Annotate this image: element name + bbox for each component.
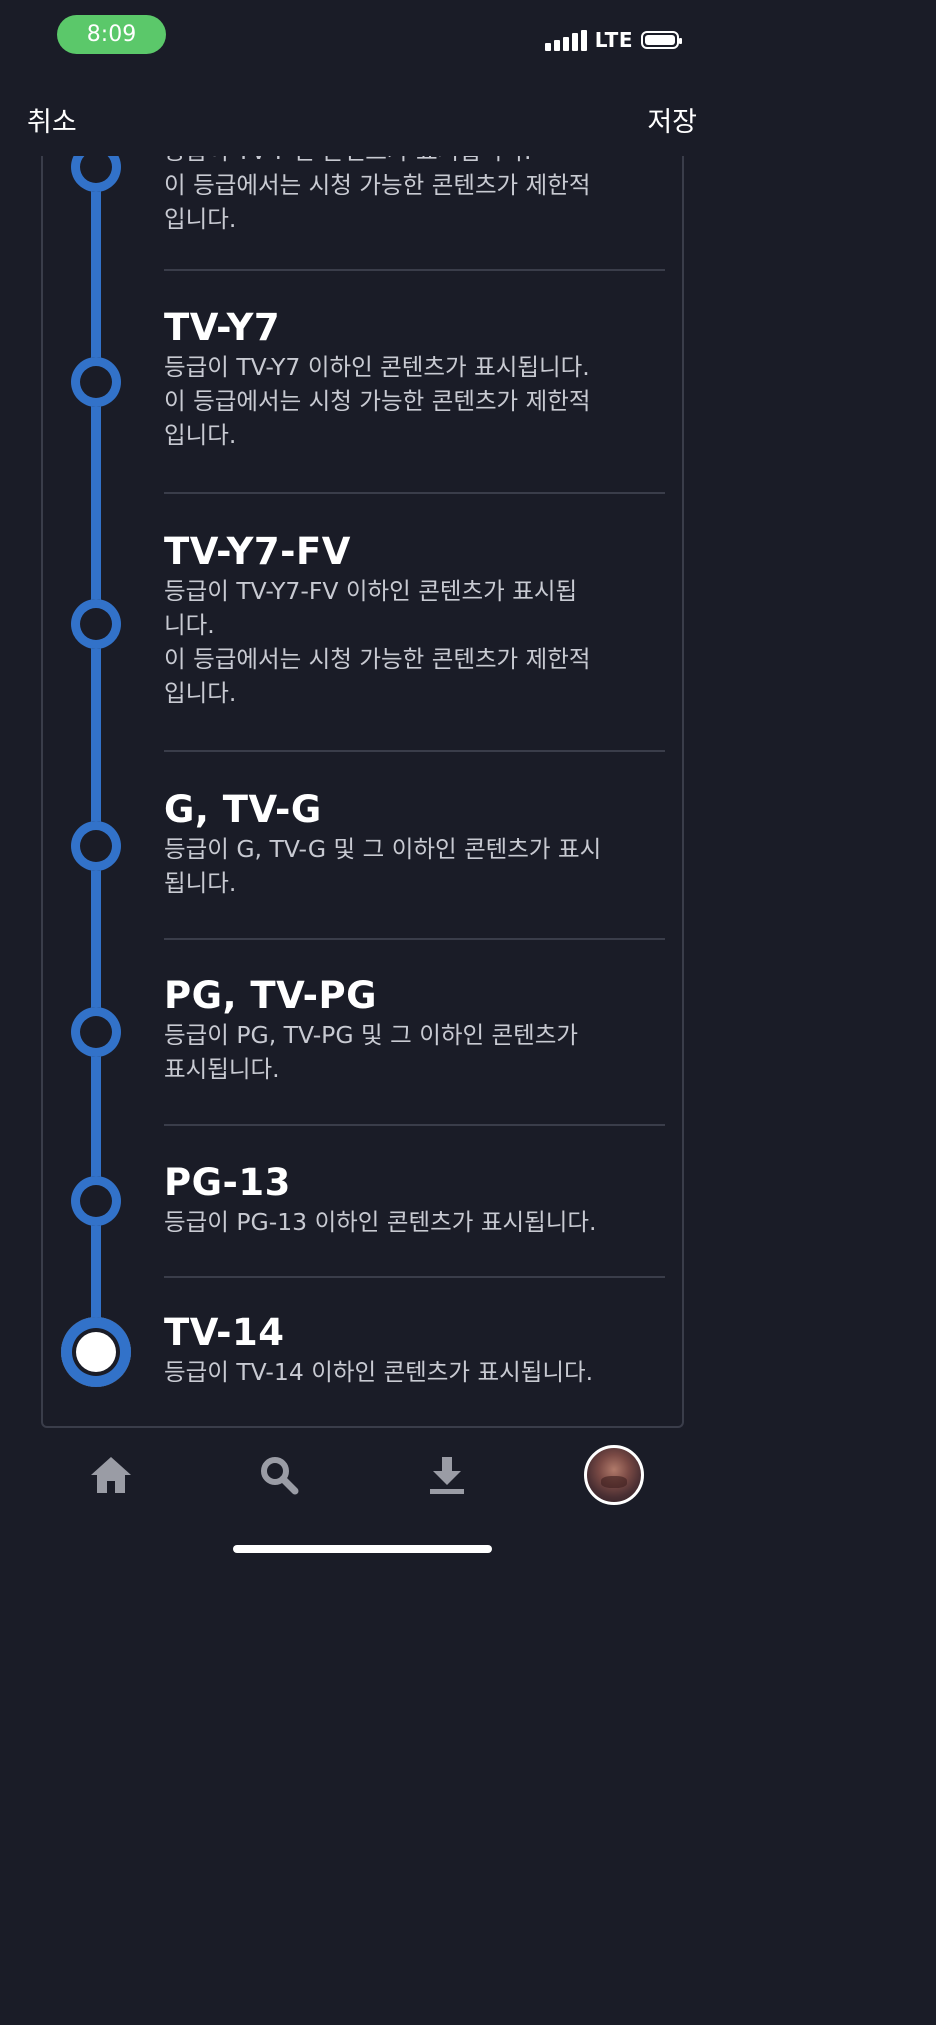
- avatar: [584, 1445, 644, 1505]
- divider: [164, 1276, 665, 1278]
- rating-item-pg-13[interactable]: PG-13 등급이 PG-13 이하인 콘텐츠가 표시됩니다.: [164, 1161, 664, 1239]
- battery-icon: [641, 31, 682, 49]
- rating-title: PG, TV-PG: [164, 974, 377, 1017]
- rating-node-pg-13[interactable]: [71, 1176, 121, 1226]
- download-icon: [430, 1457, 464, 1494]
- nav-home[interactable]: [76, 1440, 146, 1510]
- status-indicators: LTE: [544, 28, 682, 52]
- search-icon: [261, 1457, 299, 1495]
- rating-description: 등급이 TV-14 이하인 콘텐츠가 표시됩니다.: [164, 1358, 594, 1386]
- home-icon: [91, 1457, 131, 1493]
- nav-downloads[interactable]: [412, 1440, 482, 1510]
- divider: [164, 750, 665, 752]
- rating-description: 등급이 TV-Y7 이하인 콘텐츠가 표시됩니다. 이 등급에서는 시청 가능한…: [164, 353, 591, 449]
- rating-item-tv-y7[interactable]: TV-Y7 등급이 TV-Y7 이하인 콘텐츠가 표시됩니다. 이 등급에서는 …: [164, 306, 664, 452]
- rating-item-tv-y7-fv[interactable]: TV-Y7-FV 등급이 TV-Y7-FV 이하인 콘텐츠가 표시됩 니다. 이…: [164, 530, 664, 710]
- cancel-button[interactable]: 취소: [27, 107, 77, 138]
- status-time: 8:09: [57, 15, 166, 54]
- rating-node-tv-y7-fv[interactable]: [71, 599, 121, 649]
- save-button[interactable]: 저장: [647, 107, 697, 138]
- rating-item-pg-tv-pg[interactable]: PG, TV-PG 등급이 PG, TV-PG 및 그 이하인 콘텐츠가 표시됩…: [164, 974, 664, 1086]
- rating-description: 등급이 PG-13 이하인 콘텐츠가 표시됩니다.: [164, 1208, 597, 1236]
- nav-profile[interactable]: [579, 1440, 649, 1510]
- rating-item-tv-14[interactable]: TV-14 등급이 TV-14 이하인 콘텐츠가 표시됩니다.: [164, 1311, 664, 1389]
- status-time-label: 8:09: [86, 22, 137, 47]
- timeline-track: [91, 156, 101, 1331]
- rating-title: TV-Y7: [164, 306, 281, 349]
- rating-node-pg-tv-pg[interactable]: [71, 1007, 121, 1057]
- rating-description: 등급이 TV-Y 인 콘텐츠가 표시됩니다. 이 등급에서는 시청 가능한 콘텐…: [164, 156, 591, 233]
- rating-list-panel[interactable]: 등급이 TV-Y 인 콘텐츠가 표시됩니다. 이 등급에서는 시청 가능한 콘텐…: [41, 156, 684, 1428]
- rating-node-tv-y[interactable]: [71, 156, 121, 192]
- divider: [164, 938, 665, 940]
- rating-node-tv-y7[interactable]: [71, 357, 121, 407]
- home-indicator: [233, 1545, 492, 1553]
- network-type: LTE: [594, 28, 633, 52]
- rating-item-tv-y[interactable]: 등급이 TV-Y 인 콘텐츠가 표시됩니다. 이 등급에서는 시청 가능한 콘텐…: [164, 156, 664, 236]
- rating-node-tv-14-selected[interactable]: [61, 1317, 131, 1387]
- nav-search[interactable]: [244, 1440, 314, 1510]
- divider: [164, 1124, 665, 1126]
- signal-icon: [544, 29, 587, 51]
- divider: [164, 269, 665, 271]
- bottom-nav: [0, 1430, 725, 1568]
- rating-description: 등급이 PG, TV-PG 및 그 이하인 콘텐츠가 표시됩니다.: [164, 1021, 579, 1083]
- rating-title: TV-Y7-FV: [164, 530, 351, 573]
- rating-title: TV-14: [164, 1311, 285, 1354]
- divider: [164, 492, 665, 494]
- rating-description: 등급이 TV-Y7-FV 이하인 콘텐츠가 표시됩 니다. 이 등급에서는 시청…: [164, 577, 591, 707]
- rating-title: G, TV-G: [164, 788, 322, 831]
- rating-node-g-tv-g[interactable]: [71, 821, 121, 871]
- rating-item-g-tv-g[interactable]: G, TV-G 등급이 G, TV-G 및 그 이하인 콘텐츠가 표시 됩니다.: [164, 788, 664, 900]
- rating-description: 등급이 G, TV-G 및 그 이하인 콘텐츠가 표시 됩니다.: [164, 835, 602, 897]
- rating-title: PG-13: [164, 1161, 291, 1204]
